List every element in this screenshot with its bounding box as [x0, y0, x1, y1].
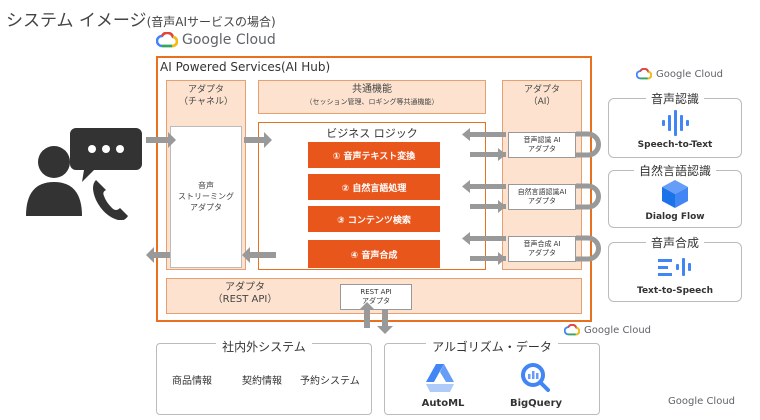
google-cloud-icon	[156, 32, 178, 48]
step-speech-to-text: ① 音声テキスト変換	[308, 142, 440, 168]
text-to-speech-icon	[658, 258, 691, 276]
common-functions-panel	[258, 80, 486, 114]
system-item-contracts: 契約情報	[242, 376, 282, 387]
person-icon	[26, 128, 142, 220]
step-nlp: ② 自然言語処理	[308, 174, 440, 200]
system-item-products: 商品情報	[172, 376, 212, 387]
service-title-nlu: 自然言語認識	[608, 162, 742, 179]
footer-brand: Google Cloud	[668, 396, 736, 407]
service-title-speech-recognition: 音声認識	[608, 90, 742, 107]
speech-to-text-icon	[662, 110, 689, 136]
streaming-adapter-box	[170, 126, 242, 268]
service-name-speech-to-text: Speech-to-Text	[637, 140, 713, 150]
google-cloud-icon	[636, 68, 652, 80]
google-cloud-logo: Google Cloud	[156, 32, 276, 48]
automl-icon	[426, 364, 454, 392]
common-functions-label: 共通機能 （セッション管理、ロギング等共通機能）	[305, 84, 439, 106]
dialogflow-icon	[662, 180, 688, 208]
step-speech-synthesis: ④ 音声合成	[308, 240, 440, 268]
business-logic-title: ビジネス ロジック	[326, 127, 418, 140]
systems-title: 社内外システム	[156, 336, 372, 355]
rest-adapter-label: アダプタ（REST API）	[212, 282, 278, 305]
internal-external-systems-box	[156, 343, 372, 415]
google-cloud-icon	[564, 324, 580, 336]
service-name-dialog-flow: Dialog Flow	[645, 212, 705, 222]
automl-label: AutoML	[421, 398, 465, 409]
algorithms-google-cloud-logo: Google Cloud	[564, 324, 651, 336]
ai-hub-title: AI Powered Services(AI Hub)	[160, 60, 331, 74]
ai-adapter-label: アダプタ（AI）	[523, 85, 560, 107]
channel-adapter-label: アダプタ（チャネル）	[179, 85, 233, 107]
page-title: システム イメージ(音声AIサービスの場合)	[6, 11, 276, 31]
system-item-reservations: 予約システム	[300, 376, 360, 387]
streaming-adapter-label: 音声ストリーミングアダプタ	[178, 181, 234, 212]
services-google-cloud-logo: Google Cloud	[636, 68, 723, 80]
service-name-text-to-speech: Text-to-Speech	[637, 286, 713, 296]
bigquery-label: BigQuery	[509, 398, 563, 409]
algorithms-data-box	[384, 343, 600, 415]
step-content-search: ③ コンテンツ検索	[308, 206, 440, 232]
bigquery-icon	[521, 363, 550, 392]
algorithms-title: アルゴリズム・データ	[384, 336, 600, 355]
service-title-speech-synthesis: 音声合成	[608, 234, 742, 251]
